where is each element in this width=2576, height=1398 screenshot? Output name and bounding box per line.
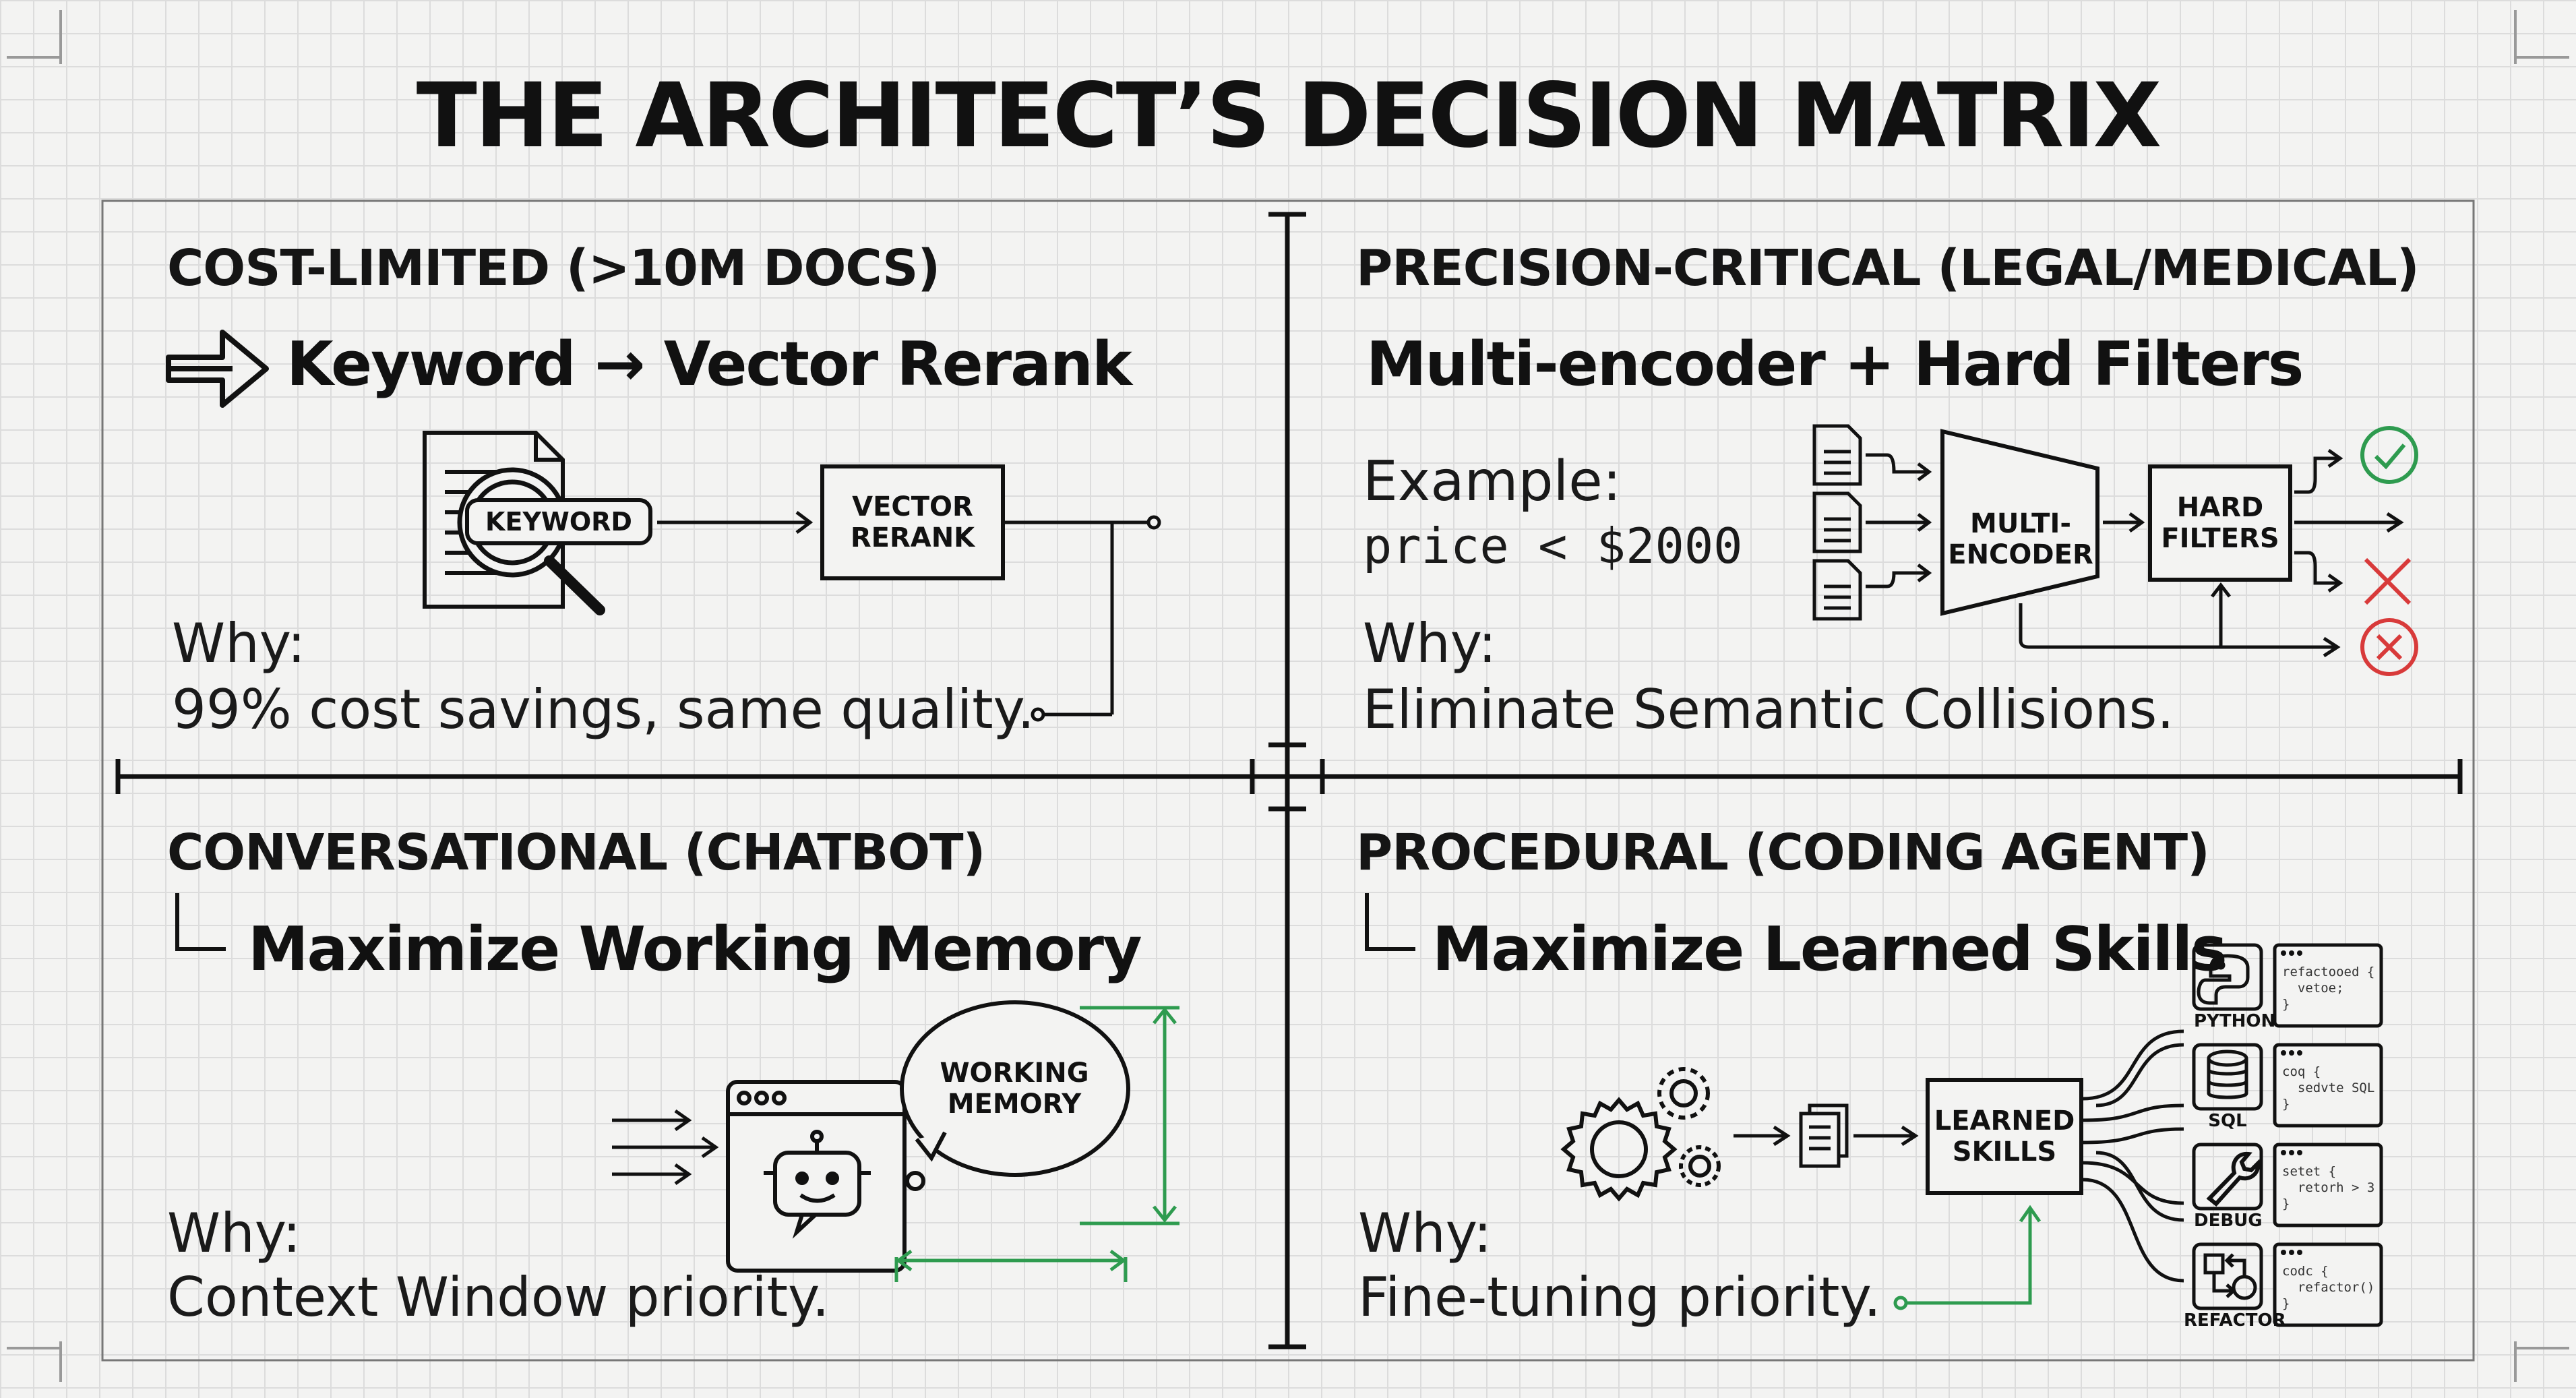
code-snippet-sql: coq { sedvte SQL} (2282, 1064, 2375, 1112)
why-text-bottom-left: Context Window priority. (167, 1266, 830, 1329)
working-memory-label: WORKING MEMORY (930, 1045, 1099, 1132)
procedural-diagram (1560, 943, 2383, 1327)
chatbot-window-icon (726, 1080, 907, 1273)
hard-filters-box (2148, 464, 2292, 582)
wrench-icon (2206, 1151, 2261, 1207)
multi-encoder-line-2: ENCODER (1948, 539, 2093, 570)
vector-rerank-box (820, 464, 1005, 580)
vector-rerank-line-1: VECTOR (852, 491, 973, 522)
why-label-bottom-right: Why: (1358, 1202, 1492, 1265)
multi-encoder-box (1940, 429, 2099, 616)
skill-label-debug: DEBUG (2194, 1211, 2263, 1231)
vector-rerank-label: VECTOR RERANK (822, 466, 1003, 578)
learned-skills-box (1926, 1078, 2083, 1195)
example-code: price < $2000 (1363, 518, 1743, 574)
corner-bracket-icon (175, 893, 226, 951)
strategy-keyword-vector-rerank: Keyword → Vector Rerank (286, 329, 1132, 400)
multi-encoder-line-1: MULTI- (1970, 508, 2071, 539)
code-snippet-python: refactooed { vetoe;} (2282, 965, 2375, 1012)
learned-skills-line-1: LEARNED (1934, 1105, 2075, 1136)
skill-label-python: PYTHON (2194, 1011, 2276, 1031)
keyword-tag (465, 498, 652, 545)
chatbot-diagram (612, 1000, 1179, 1282)
check-circle-icon (2360, 426, 2418, 484)
documents-icon (1799, 1103, 1849, 1168)
why-text-top-left: 99% cost savings, same quality. (172, 678, 1035, 741)
why-label-top-left: Why: (172, 612, 306, 675)
quadrant-heading-precision-critical: PRECISION-CRITICAL (LEGAL/MEDICAL) (1356, 239, 2420, 297)
keyword-label: KEYWORD (485, 507, 632, 537)
gears-icon (1560, 1067, 1721, 1202)
code-snippet-refactor: codc { refactor()} (2282, 1264, 2375, 1311)
refactor-icon (2203, 1253, 2257, 1300)
precision-diagram (1812, 424, 2418, 676)
quadrant-heading-procedural: PROCEDURAL (CODING AGENT) (1356, 824, 2210, 882)
document-icon (1812, 424, 1862, 621)
why-label-bottom-left: Why: (167, 1202, 301, 1265)
speech-bubble-icon (900, 1000, 1130, 1191)
page-title: THE ARCHITECT’S DECISION MATRIX (416, 64, 2162, 168)
dimension-arrows-icon (894, 1006, 1179, 1282)
strategy-learned-skills: Maximize Learned Skills (1432, 914, 2228, 985)
cost-limited-diagram (423, 431, 1161, 722)
example-label: Example: (1363, 450, 1622, 514)
quadrant-heading-conversational: CONVERSATIONAL (CHATBOT) (167, 824, 985, 882)
corner-bracket-icon (1365, 893, 1415, 951)
crop-marks (7, 10, 2569, 1382)
strategy-working-memory: Maximize Working Memory (248, 914, 1142, 985)
x-circle-icon (2360, 618, 2418, 676)
hard-filters-line-2: FILTERS (2161, 523, 2279, 554)
outer-frame (101, 200, 2475, 1362)
hard-filters-line-1: HARD (2176, 492, 2264, 523)
quadrant-heading-cost-limited: COST-LIMITED (>10M DOCS) (167, 239, 940, 297)
hard-filters-label: HARD FILTERS (2150, 466, 2290, 580)
working-memory-line-2: MEMORY (947, 1089, 1082, 1120)
double-arrow-icon (166, 330, 269, 408)
vertical-axis (1268, 212, 1306, 1349)
database-icon (2207, 1050, 2248, 1099)
x-icon (2364, 557, 2412, 605)
why-label-top-right: Why: (1363, 612, 1497, 675)
learned-skills-label: LEARNED SKILLS (1928, 1080, 2081, 1193)
code-snippet-debug: setet { retorh > 3} (2282, 1164, 2375, 1211)
python-icon (2197, 954, 2250, 1005)
why-text-top-right: Eliminate Semantic Collisions. (1363, 678, 2174, 741)
skill-label-refactor: REFACTOR (2184, 1310, 2286, 1331)
vector-rerank-line-2: RERANK (850, 522, 975, 553)
why-text-bottom-right: Fine-tuning priority. (1358, 1266, 1881, 1329)
multi-encoder-label: MULTI- ENCODER (1942, 468, 2099, 610)
working-memory-line-1: WORKING (940, 1058, 1089, 1089)
skill-label-sql: SQL (2208, 1111, 2247, 1131)
learned-skills-line-2: SKILLS (1952, 1136, 2057, 1167)
strategy-multi-encoder: Multi-encoder + Hard Filters (1366, 329, 2304, 400)
